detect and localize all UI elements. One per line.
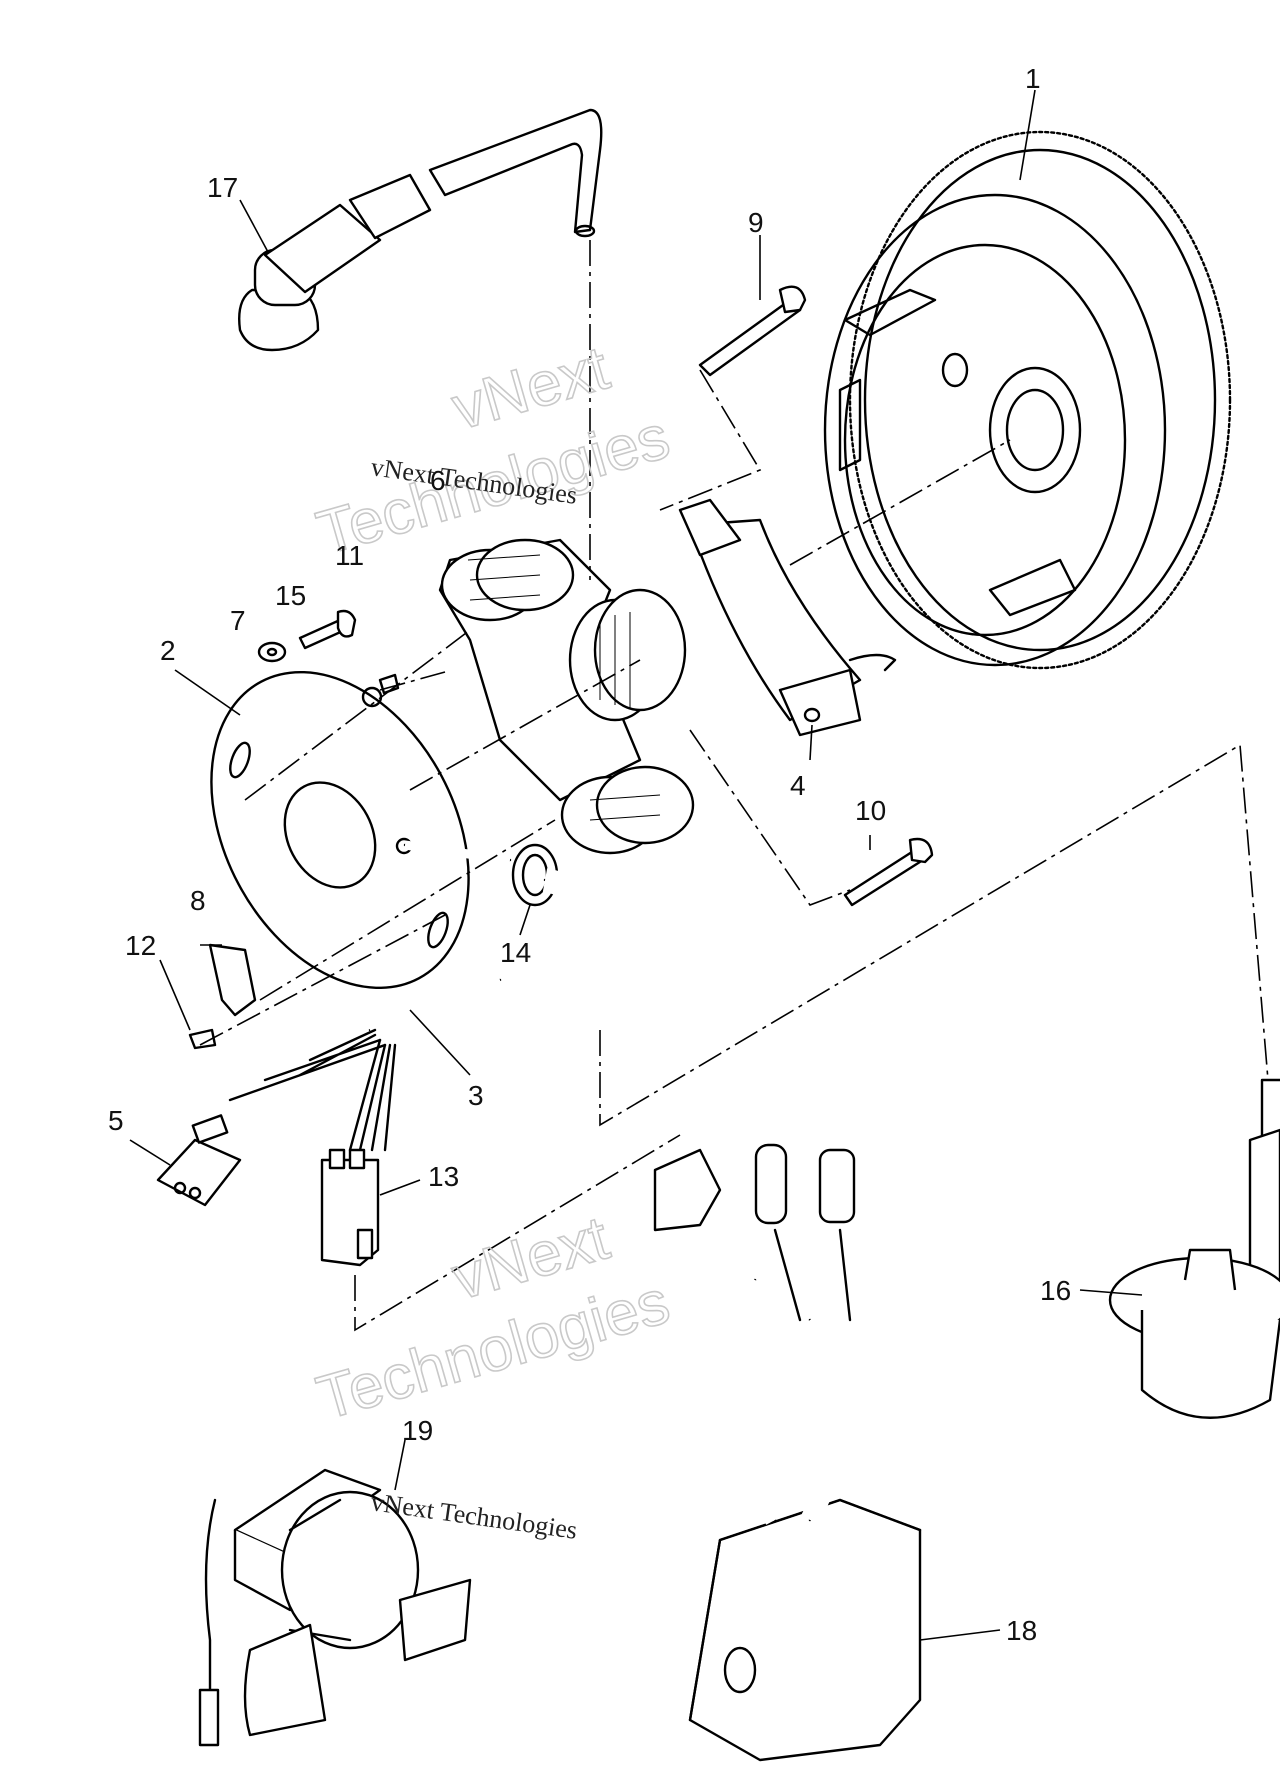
callout-6: 6	[430, 465, 446, 496]
watermark-top: vNext Technologies vNext Technologies	[309, 333, 678, 570]
callout-17: 17	[207, 172, 238, 203]
leader-lines	[129, 89, 1143, 1641]
callout-5: 5	[108, 1105, 124, 1136]
ignition-coil-part-16	[1108, 1078, 1280, 1419]
assembly-lines	[199, 240, 1269, 1332]
pulser-coil-part-4	[678, 498, 897, 737]
callout-11: 11	[335, 540, 364, 571]
callout-1: 1	[1025, 63, 1041, 94]
starter-solenoid-part-19	[198, 1468, 472, 1747]
callout-18: 18	[1006, 1615, 1037, 1646]
spark-plug-cap-part-17	[238, 108, 603, 352]
callout-2: 2	[160, 635, 176, 666]
callout-10: 10	[855, 795, 886, 826]
callout-4: 4	[790, 770, 806, 801]
callout-9: 9	[748, 207, 764, 238]
callout-14: 14	[500, 937, 531, 968]
flywheel-part-1	[823, 130, 1232, 670]
cdi-box-part-18	[653, 1143, 922, 1762]
stator-plate-part-2	[210, 670, 470, 990]
callout-3: 3	[468, 1080, 484, 1111]
callout-numbers: 1 2 3 4 5 6 7 8 9 10 11 12 13 14 15 16 1…	[108, 63, 1071, 1646]
connector-part-5	[156, 1114, 242, 1207]
callout-15: 15	[275, 580, 306, 611]
callout-12: 12	[125, 930, 156, 961]
callout-13: 13	[428, 1161, 459, 1192]
callout-19: 19	[402, 1415, 433, 1446]
callout-16: 16	[1040, 1275, 1071, 1306]
stator-coils-part-6	[438, 538, 695, 855]
callout-8: 8	[190, 885, 206, 916]
connector-part-13	[320, 1148, 380, 1267]
callout-7: 7	[230, 605, 246, 636]
hardware-parts	[188, 285, 934, 1050]
